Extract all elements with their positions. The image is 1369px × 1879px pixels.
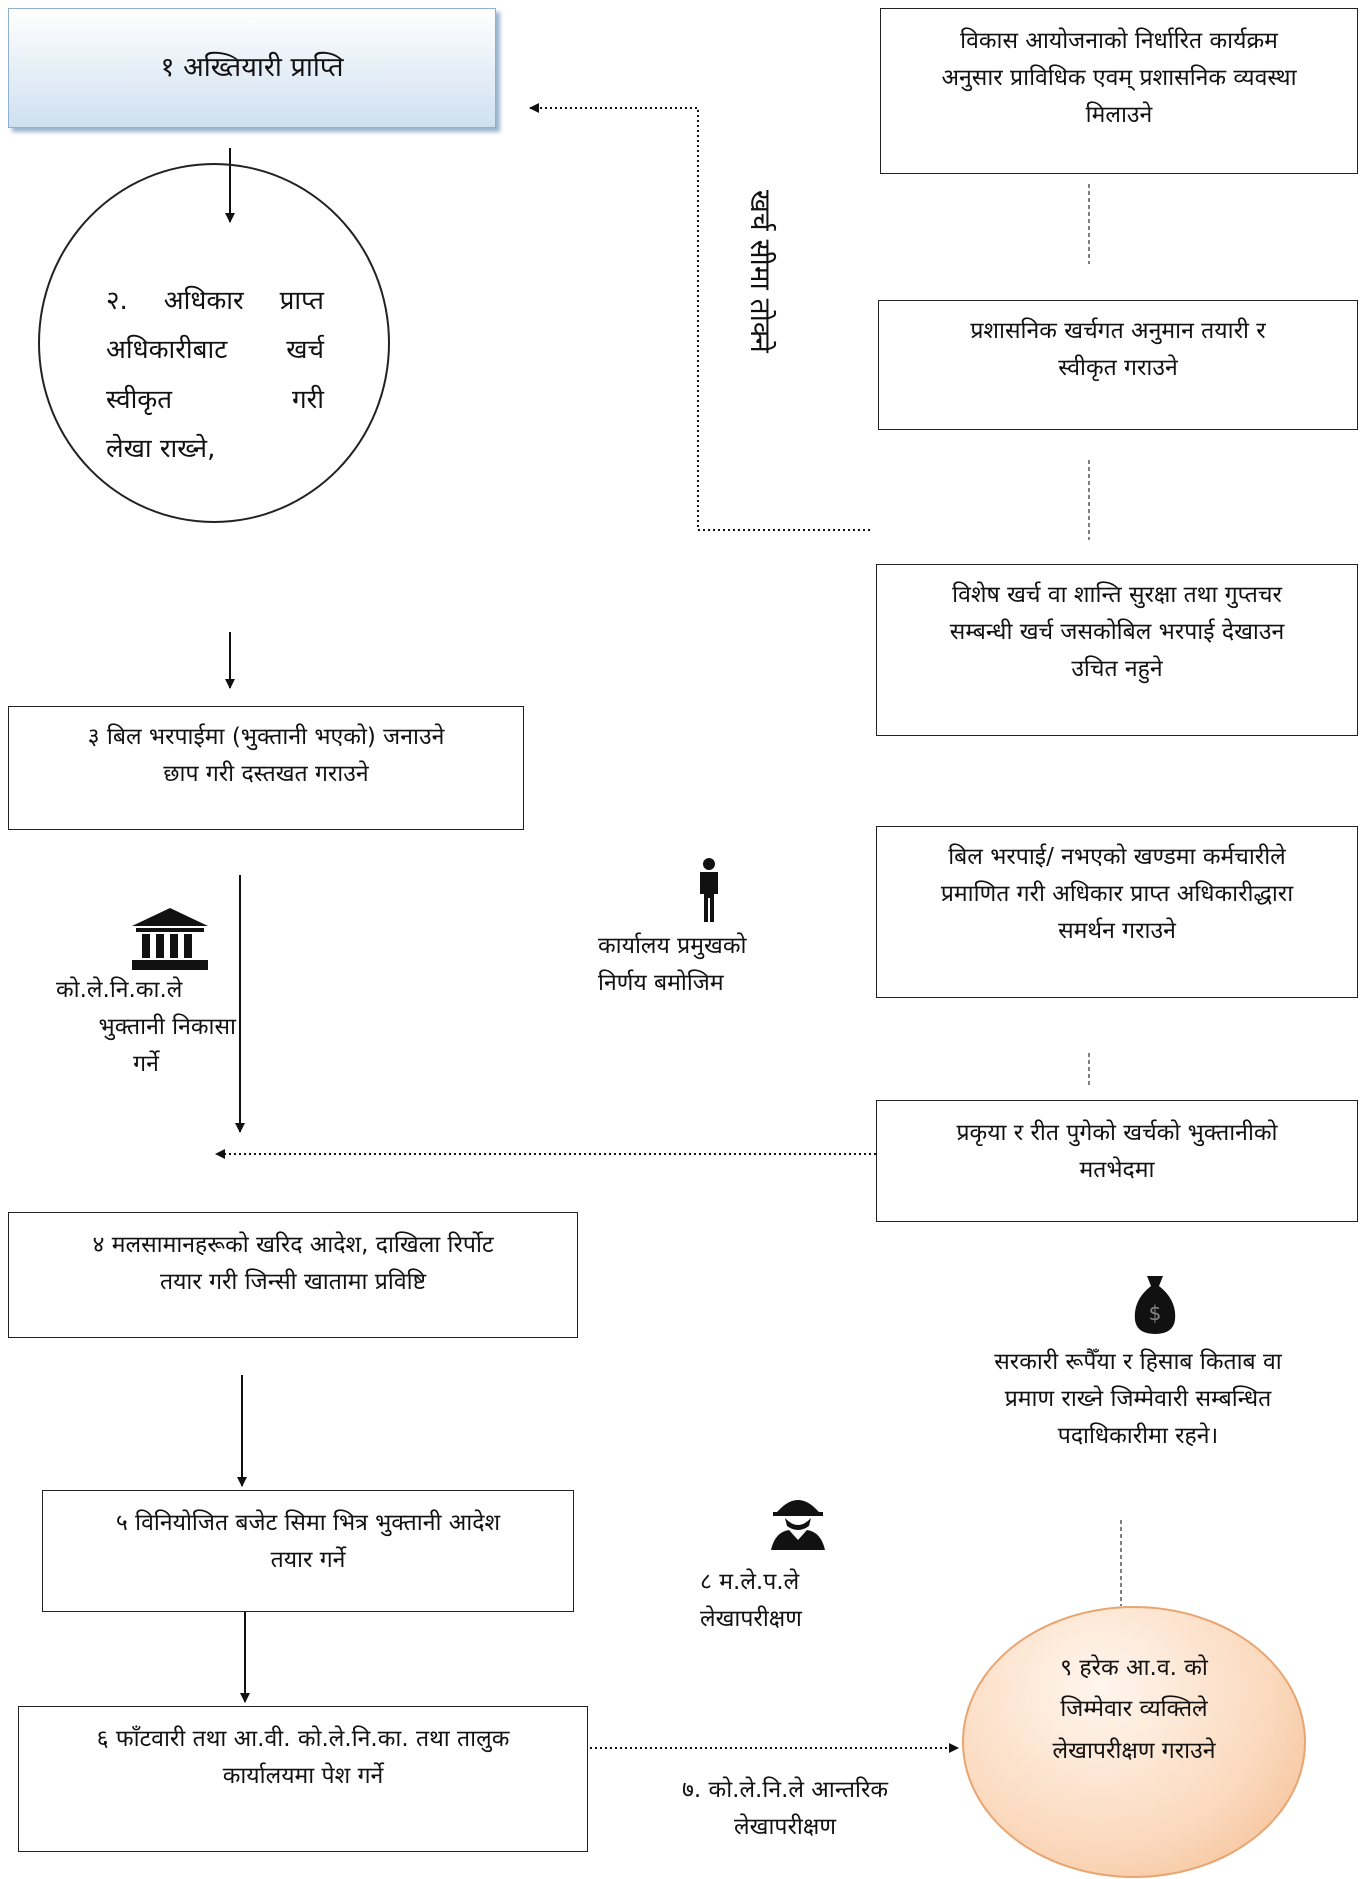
step2-line: लेखा राख्ने,	[106, 434, 216, 465]
kolenika-label: को.ले.नि.का.ले भुक्तानी निकासा गर्ने	[56, 972, 236, 1082]
step5-line: तयार गर्ने	[270, 1546, 346, 1573]
right-box-c-line: सम्बन्धी खर्च जसकोबिल भरपाई देखाउन	[949, 618, 1285, 645]
right-box-d: बिल भरपाई/ नभएको खण्डमा कर्मचारीले प्रमा…	[876, 826, 1358, 998]
step8-line: लेखापरीक्षण	[700, 1605, 802, 1632]
money-responsibility-label: सरकारी रूपैँया र हिसाब किताब वा प्रमाण र…	[948, 1344, 1328, 1454]
kolenika-line: को.ले.नि.का.ले	[56, 977, 183, 1003]
step2-ellipse: २. अधिकार प्राप्त अधिकारीबाट खर्च स्वीकृ…	[38, 163, 390, 523]
money-responsibility-line: पदाधिकारीमा रहने।	[1057, 1422, 1219, 1449]
spy-icon	[769, 1492, 827, 1554]
step2-line: स्वीकृत गरी	[106, 384, 324, 415]
right-box-a-line: विकास आयोजनाको निर्धारित कार्यक्रम	[960, 28, 1278, 54]
step4-box: ४ मलसामानहरूको खरिद आदेश, दाखिला रिर्पोट…	[8, 1212, 578, 1338]
step5-line: ५ विनियोजित बजेट सिमा भित्र भुक्तानी आदे…	[115, 1510, 501, 1536]
step2-line: २. अधिकार प्राप्त	[106, 286, 324, 316]
right-box-d-line: समर्थन गराउने	[1058, 917, 1176, 944]
svg-text:$: $	[1149, 1301, 1162, 1325]
step7-line: ७. को.ले.नि.ले आन्तरिक	[681, 1777, 889, 1803]
step4-line: ४ मलसामानहरूको खरिद आदेश, दाखिला रिर्पोट	[92, 1232, 494, 1258]
step7-line: लेखापरीक्षण	[734, 1813, 836, 1840]
step4-line: तयार गरी जिन्सी खातामा प्रविष्टि	[159, 1268, 427, 1295]
money-responsibility-line: प्रमाण राख्ने जिम्मेवारी सम्बन्धित	[1004, 1385, 1272, 1412]
money-responsibility-line: सरकारी रूपैँया र हिसाब किताब वा	[994, 1349, 1282, 1375]
right-box-a-line: अनुसार प्राविधिक एवम् प्रशासनिक व्यवस्था	[941, 64, 1297, 91]
step1-box: १ अख्तियारी प्राप्ति	[8, 8, 496, 128]
step9-line: जिम्मेवार व्यक्तिले	[1060, 1696, 1208, 1723]
money-bag-icon: $	[1133, 1274, 1177, 1338]
step3-line: ३ बिल भरपाईमा (भुक्तानी भएको) जनाउने	[87, 724, 445, 750]
step2-line: अधिकारीबाट खर्च	[106, 335, 324, 366]
office-head-line: कार्यालय प्रमुखको	[598, 933, 747, 959]
right-box-d-line: बिल भरपाई/ नभएको खण्डमा कर्मचारीले	[948, 844, 1286, 870]
step6-box: ६ फाँटवारी तथा आ.वी. को.ले.नि.का. तथा ता…	[18, 1706, 588, 1852]
step9-line: लेखापरीक्षण गराउने	[1052, 1737, 1216, 1764]
right-box-e-line: मतभेदमा	[1079, 1156, 1155, 1183]
right-box-c-line: उचित नहुने	[1071, 655, 1163, 682]
person-icon	[697, 858, 721, 926]
expense-limit-label: खर्च सीमा तोक्ने	[725, 190, 785, 410]
step3-line: छाप गरी दस्तखत गराउने	[163, 760, 369, 787]
expense-limit-text: खर्च सीमा तोक्ने	[744, 190, 777, 353]
office-head-line: निर्णय बमोजिम	[598, 969, 724, 996]
step6-line: कार्यालयमा पेश गर्ने	[222, 1762, 384, 1789]
right-box-b-line: प्रशासनिक खर्चगत अनुमान तयारी र	[970, 318, 1266, 344]
right-box-e: प्रकृया र रीत पुगेको खर्चको भुक्तानीको म…	[876, 1100, 1358, 1222]
right-box-a-line: मिलाउने	[1085, 101, 1153, 128]
step6-line: ६ फाँटवारी तथा आ.वी. को.ले.नि.का. तथा ता…	[96, 1726, 510, 1752]
step5-box: ५ विनियोजित बजेट सिमा भित्र भुक्तानी आदे…	[42, 1490, 574, 1612]
bank-icon	[130, 906, 210, 976]
right-box-a: विकास आयोजनाको निर्धारित कार्यक्रम अनुसा…	[880, 8, 1358, 174]
right-box-b: प्रशासनिक खर्चगत अनुमान तयारी र स्वीकृत …	[878, 300, 1358, 430]
kolenika-line: भुक्तानी निकासा	[98, 1013, 236, 1040]
step8-label: ८ म.ले.प.ले लेखापरीक्षण	[700, 1564, 900, 1638]
kolenika-line: गर्ने	[133, 1050, 159, 1077]
step3-box: ३ बिल भरपाईमा (भुक्तानी भएको) जनाउने छाप…	[8, 706, 524, 830]
dotted-arrow-to-step1	[529, 103, 870, 531]
right-box-e-line: प्रकृया र रीत पुगेको खर्चको भुक्तानीको	[956, 1120, 1278, 1146]
step1-label: १ अख्तियारी प्राप्ति	[160, 52, 344, 84]
step9-circle: ९ हरेक आ.व. को जिम्मेवार व्यक्तिले लेखाप…	[962, 1606, 1306, 1878]
right-box-c: विशेष खर्च वा शान्ति सुरक्षा तथा गुप्तचर…	[876, 564, 1358, 736]
right-box-c-line: विशेष खर्च वा शान्ति सुरक्षा तथा गुप्तचर	[952, 582, 1282, 608]
step9-line: ९ हरेक आ.व. को	[1060, 1655, 1208, 1681]
office-head-label: कार्यालय प्रमुखको निर्णय बमोजिम	[598, 928, 818, 1002]
right-box-b-line: स्वीकृत गराउने	[1058, 354, 1178, 381]
right-box-d-line: प्रमाणित गरी अधिकार प्राप्त अधिकारीद्धार…	[940, 880, 1294, 907]
step7-label: ७. को.ले.नि.ले आन्तरिक लेखापरीक्षण	[640, 1772, 930, 1846]
step8-line: ८ म.ले.प.ले	[700, 1569, 800, 1595]
